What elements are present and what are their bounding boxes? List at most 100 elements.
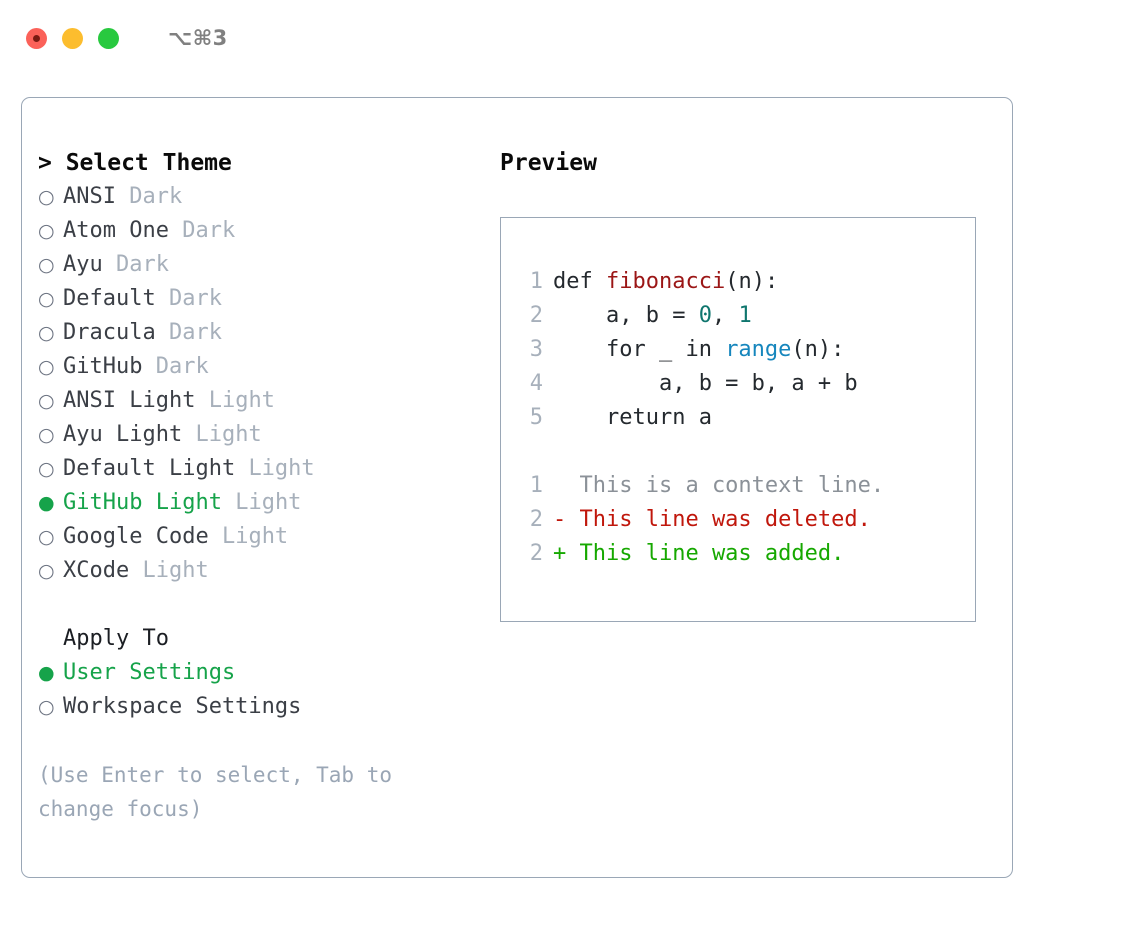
theme-item-default[interactable]: ○ Default Dark [38, 282, 500, 316]
theme-item-label: Ayu [63, 252, 103, 277]
line-number: 2 [529, 303, 543, 328]
apply-to-item-label: Workspace Settings [63, 694, 302, 719]
theme-item-variant: Dark [168, 286, 222, 311]
theme-item-variant: Light [195, 422, 262, 447]
diff-line-ctx: 1 This is a context line. [515, 469, 975, 503]
line-number: 2 [529, 507, 543, 532]
theme-item-variant: Dark [129, 184, 183, 209]
line-number: 1 [529, 473, 543, 498]
apply-to-item-workspace-settings[interactable]: ○ Workspace Settings [38, 690, 500, 724]
diff-line-text: + This line was added. [553, 541, 845, 566]
code-token-num: 0 [698, 303, 712, 328]
code-token-fn: fibonacci [605, 269, 726, 294]
radio-unselected-icon: ○ [38, 424, 55, 446]
theme-item-variant: Light [221, 524, 289, 549]
theme-item-label: Ayu Light [63, 422, 183, 447]
code-line: 2 a, b = 0, 1 [515, 299, 975, 333]
radio-selected-icon: ● [38, 492, 55, 514]
line-number: 3 [529, 337, 543, 362]
theme-item-label: Dracula [63, 320, 156, 345]
radio-unselected-icon: ○ [38, 186, 55, 208]
close-button[interactable] [26, 27, 47, 49]
theme-item-xcode[interactable]: ○ XCode Light [38, 554, 500, 588]
code-token-plain: (n): [791, 337, 845, 362]
line-number: 2 [529, 541, 543, 566]
apply-to-list: ● User Settings ○ Workspace Settings [38, 656, 500, 724]
theme-item-label: Default [63, 286, 156, 311]
code-line: 3 for _ in range(n): [515, 333, 975, 367]
minimize-button[interactable] [62, 27, 83, 49]
code-token-plain: , [711, 303, 739, 328]
radio-unselected-icon: ○ [38, 390, 55, 412]
zoom-button[interactable] [98, 27, 119, 49]
diff-line-add: 2 + This line was added. [515, 537, 975, 571]
theme-item-label: Default Light [63, 456, 236, 481]
window-title: ⌥⌘3 [168, 26, 228, 50]
radio-unselected-icon: ○ [38, 220, 55, 242]
line-number: 5 [529, 405, 543, 430]
preview-heading: Preview [500, 150, 597, 176]
radio-unselected-icon: ○ [38, 696, 55, 718]
radio-unselected-icon: ○ [38, 288, 55, 310]
theme-item-label: Atom One [63, 218, 169, 243]
code-token-plain: a, b = [553, 303, 699, 328]
traffic-lights [26, 27, 119, 49]
code-line-text: a, b = b, a + b [553, 367, 858, 401]
theme-item-variant: Dark [168, 320, 222, 345]
code-token-plain: for _ in [553, 337, 726, 362]
radio-unselected-icon: ○ [38, 526, 55, 548]
select-theme-heading: > Select Theme [38, 150, 232, 176]
apply-to-item-user-settings[interactable]: ● User Settings [38, 656, 500, 690]
code-token-num: 1 [738, 303, 752, 328]
radio-unselected-icon: ○ [38, 322, 55, 344]
theme-item-ansi[interactable]: ○ ANSI Dark [38, 180, 500, 214]
radio-selected-icon: ● [38, 662, 55, 684]
apply-to-item-label: User Settings [63, 660, 236, 685]
theme-item-label: GitHub Light [63, 490, 222, 515]
section-spacer [38, 588, 500, 622]
theme-item-variant: Dark [182, 218, 236, 243]
theme-item-google-code[interactable]: ○ Google Code Light [38, 520, 500, 554]
code-gap [515, 435, 975, 469]
title-bar: ⌥⌘3 [0, 0, 1140, 76]
theme-item-label: Google Code [63, 524, 209, 549]
code-line: 4 a, b = b, a + b [515, 367, 975, 401]
theme-item-variant: Light [142, 558, 209, 583]
code-token-bi: range [725, 337, 792, 362]
radio-unselected-icon: ○ [38, 356, 55, 378]
theme-item-label: ANSI Light [63, 388, 196, 413]
code-token-plain: (n): [725, 269, 779, 294]
theme-item-label: ANSI [63, 184, 116, 209]
radio-unselected-icon: ○ [38, 560, 55, 582]
code-line-text: def fibonacci(n): [553, 265, 778, 299]
line-number: 4 [529, 371, 543, 396]
theme-item-variant: Dark [155, 354, 209, 379]
code-line: 1 def fibonacci(n): [515, 265, 975, 299]
radio-unselected-icon: ○ [38, 254, 55, 276]
code-line-text: a, b = 0, 1 [553, 299, 752, 333]
code-token-plain: a, b = b, a + b [553, 371, 858, 396]
diff-line-text: - This line was deleted. [553, 507, 871, 532]
theme-item-ayu-light[interactable]: ○ Ayu Light Light [38, 418, 500, 452]
line-number: 1 [529, 269, 543, 294]
diff-line-text: This is a context line. [553, 473, 885, 498]
diff-sample: 1 This is a context line. 2 - This line wa… [515, 469, 975, 571]
theme-item-dracula[interactable]: ○ Dracula Dark [38, 316, 500, 350]
radio-unselected-icon: ○ [38, 458, 55, 480]
code-token-plain: return a [553, 405, 712, 430]
theme-item-label: XCode [63, 558, 130, 583]
code-token-plain: def [553, 269, 606, 294]
theme-item-atom-one[interactable]: ○ Atom One Dark [38, 214, 500, 248]
theme-item-github-light[interactable]: ● GitHub Light Light [38, 486, 500, 520]
theme-item-variant: Light [235, 490, 302, 515]
keyboard-hint: (Use Enter to select, Tab to change focu… [38, 763, 405, 821]
